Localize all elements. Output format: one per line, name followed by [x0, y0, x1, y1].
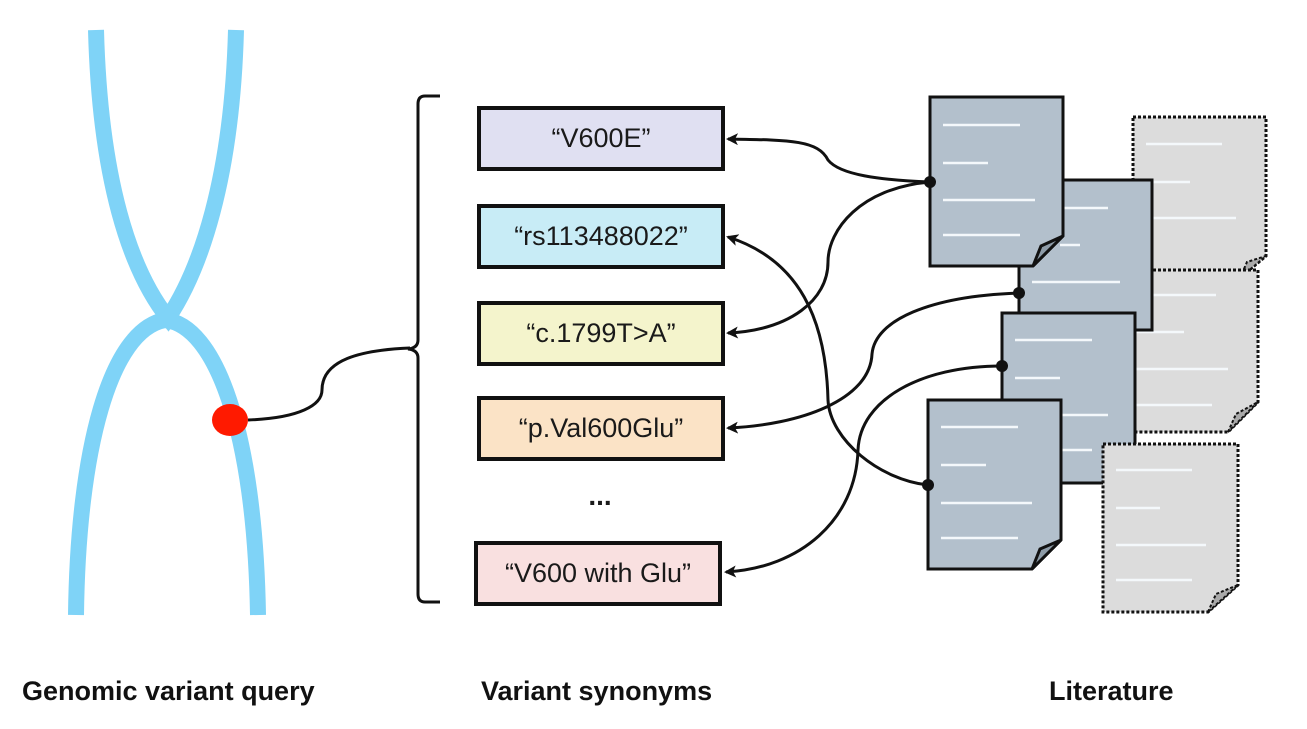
link-doc3-v600withglu — [724, 364, 1003, 578]
synonym-label: “V600E” — [551, 123, 651, 153]
chromosome-icon — [68, 29, 266, 616]
unmatched-document[interactable] — [1101, 442, 1240, 614]
synonym-label: “rs113488022” — [514, 221, 688, 251]
synonym-box-c1799t-a[interactable]: “c.1799T>A” — [477, 301, 725, 366]
synonym-label: “V600 with Glu” — [504, 558, 692, 588]
link-curves — [724, 133, 1020, 578]
synonym-label: “p.Val600Glu” — [518, 413, 684, 443]
document-4[interactable] — [926, 398, 1063, 571]
link-doc1-v600e — [726, 133, 931, 184]
caption-variant-synonyms: Variant synonyms — [481, 676, 713, 706]
caption-genomic-variant-query: Genomic variant query — [22, 676, 315, 706]
synonym-brace — [407, 94, 440, 604]
caption-literature: Literature — [1049, 676, 1174, 706]
link-doc2-pval600glu — [726, 291, 1020, 434]
synonym-box-v600e[interactable]: “V600E” — [477, 106, 725, 171]
link-doc1-c1799 — [726, 180, 931, 339]
unmatched-document[interactable] — [1121, 268, 1260, 434]
more-synonyms-ellipsis: ... — [588, 480, 612, 511]
synonym-box-rs113488022[interactable]: “rs113488022” — [477, 204, 725, 269]
synonym-label: “c.1799T>A” — [526, 318, 676, 348]
document-1[interactable] — [928, 95, 1065, 268]
link-doc4-rs113488022 — [726, 234, 929, 487]
synonym-box-p-val600glu[interactable]: “p.Val600Glu” — [477, 396, 725, 461]
synonym-box-v600-with-glu[interactable]: “V600 with Glu” — [474, 541, 722, 606]
query-connector-line — [247, 346, 411, 422]
link-anchor-dots — [922, 176, 1025, 491]
variant-marker[interactable] — [212, 404, 248, 436]
